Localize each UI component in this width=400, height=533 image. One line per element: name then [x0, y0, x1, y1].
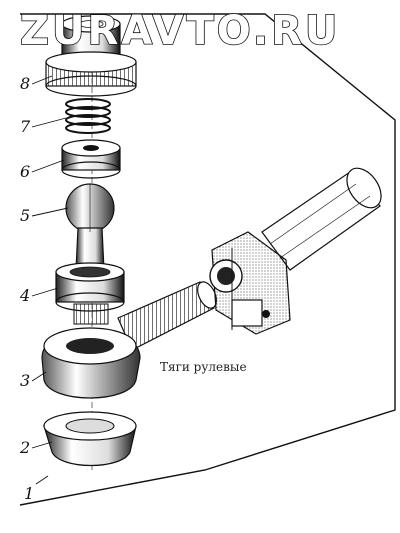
watermark-text: ZURAVTO.RU	[19, 7, 341, 55]
part-3-tie-rod-end	[41, 281, 217, 399]
part-7-spring	[65, 98, 111, 134]
callout-2: 2	[20, 438, 31, 457]
callout-leaders	[31, 75, 69, 485]
callout-5: 5	[20, 206, 31, 225]
callout-7: 7	[20, 117, 31, 136]
callout-8: 8	[20, 74, 31, 93]
callout-6: 6	[20, 162, 31, 181]
callout-4: 4	[20, 286, 31, 305]
part-5-ball-pin	[65, 183, 115, 271]
part-8-threaded-plug	[45, 15, 137, 97]
part-4-ring	[55, 262, 125, 325]
callout-3: 3	[20, 371, 31, 390]
part-6-bushing	[61, 139, 121, 179]
background-panel	[19, 13, 396, 506]
callout-1: 1	[24, 484, 35, 503]
diagram-caption: Тяги рулевые	[160, 360, 247, 374]
tie-rod-tube-with-clamp	[209, 167, 382, 335]
part-2-cover	[43, 411, 137, 466]
